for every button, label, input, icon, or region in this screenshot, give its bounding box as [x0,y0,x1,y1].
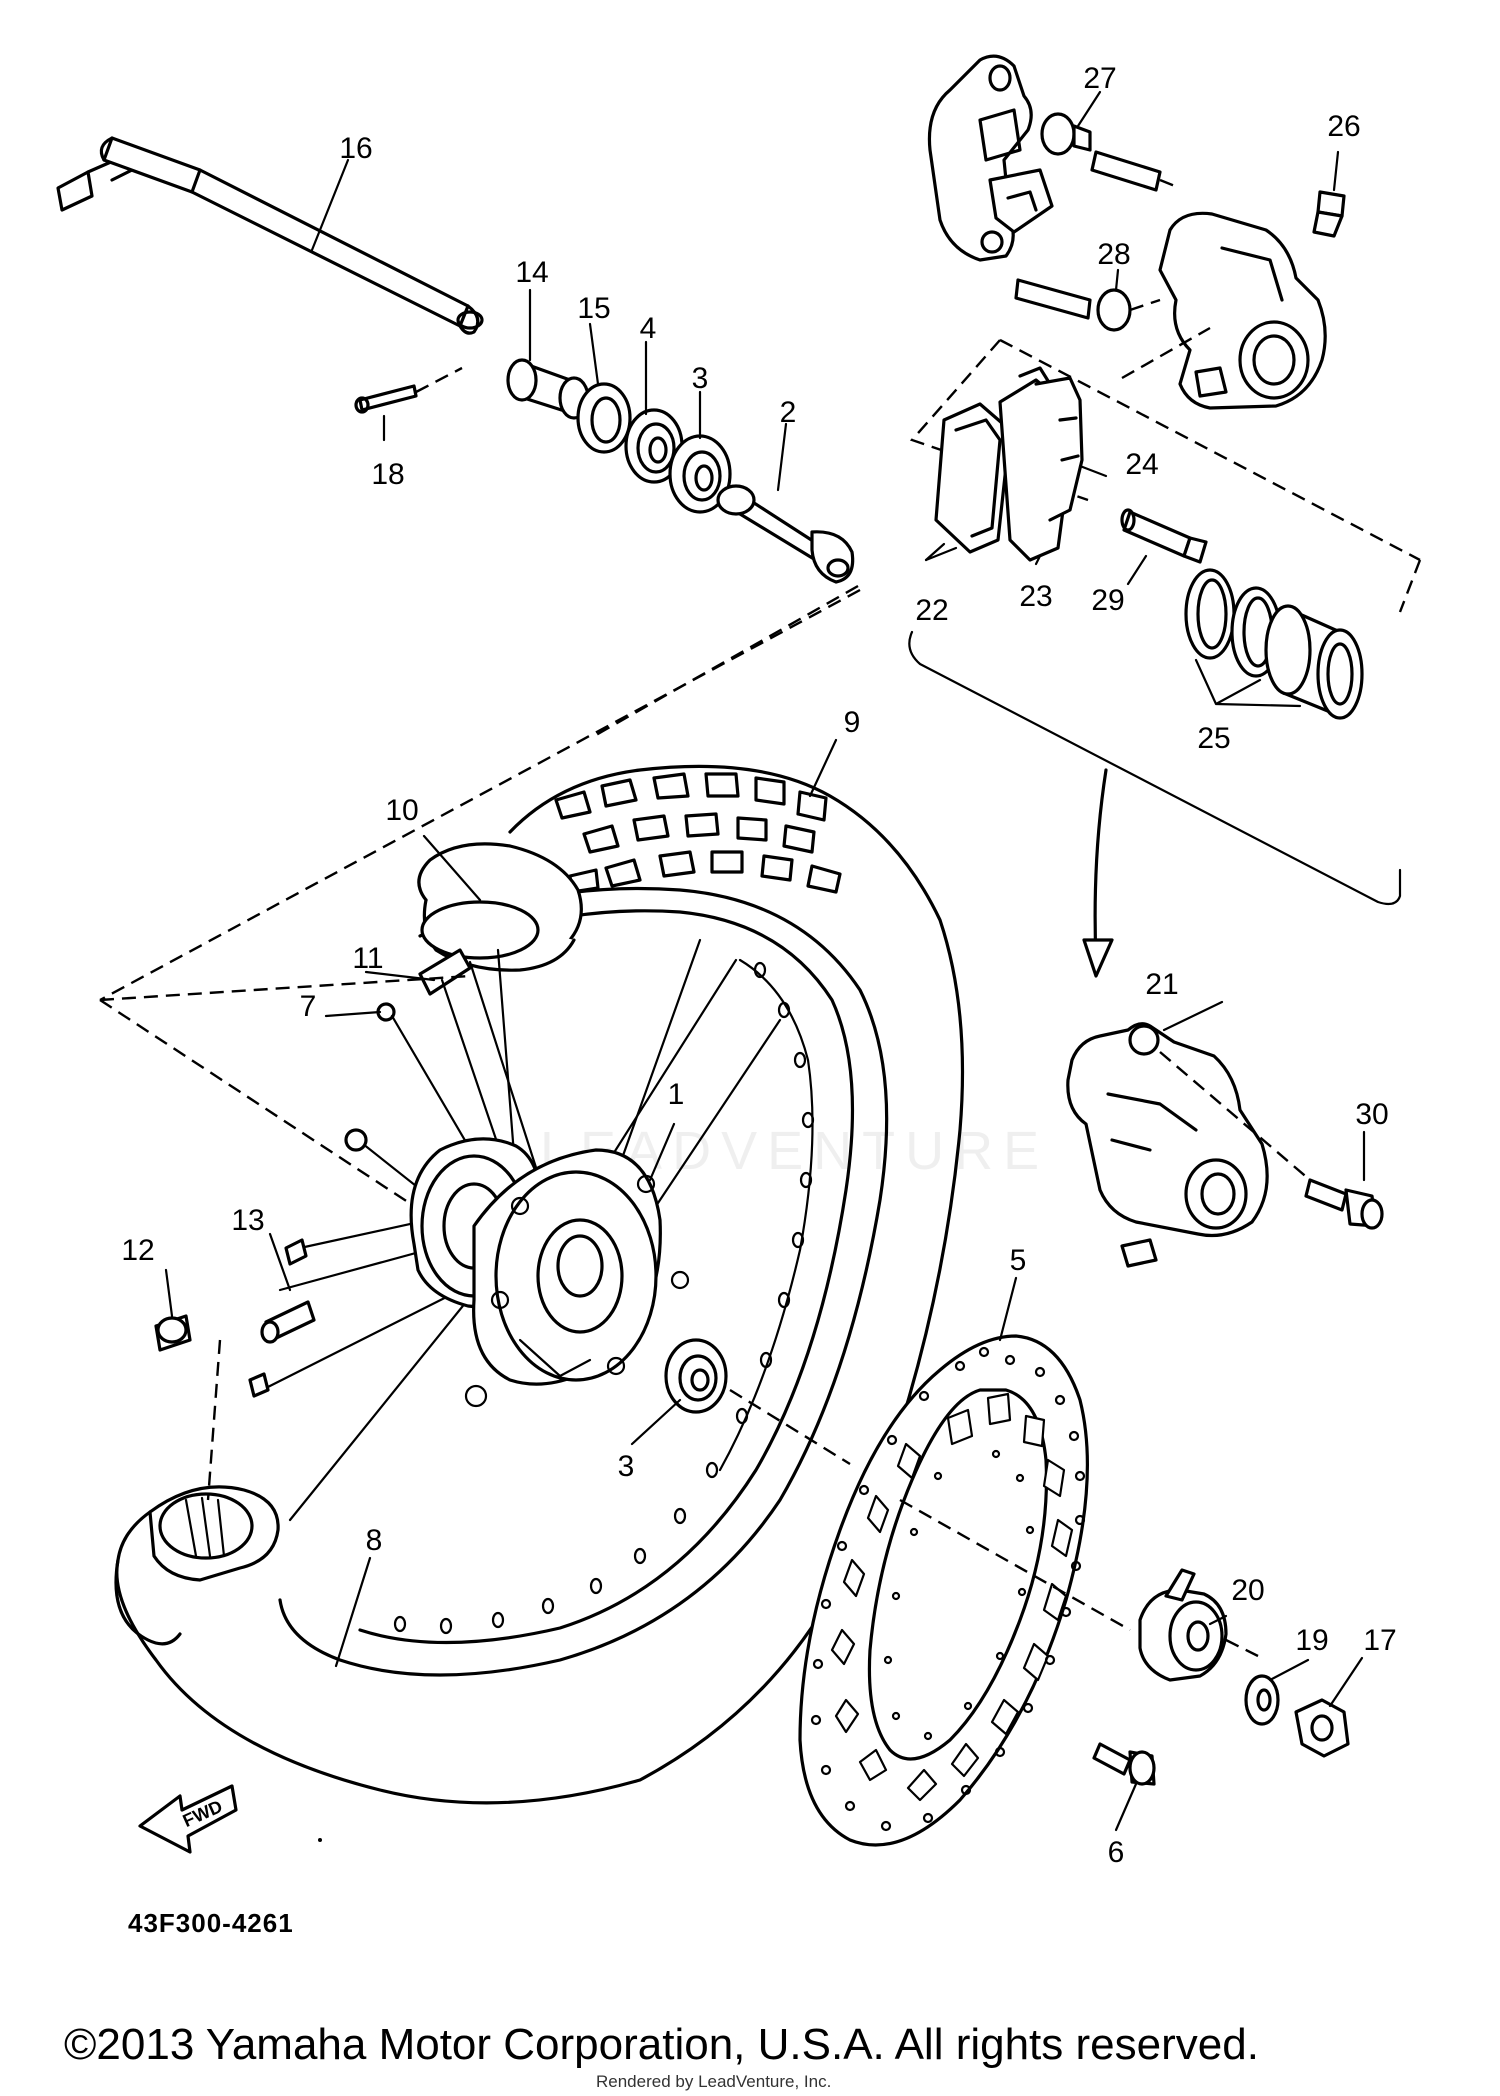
callout-17: 17 [1363,1624,1396,1657]
callout-21: 21 [1145,968,1178,1001]
brake-disc [798,1334,1089,1847]
pad-clip [988,168,1054,234]
tire-lock-nut [154,1314,192,1352]
callout-1: 1 [668,1078,685,1111]
callout-12: 12 [121,1234,154,1267]
cotter-pin [354,384,418,414]
callout-8: 8 [366,1524,383,1557]
collar [506,358,590,420]
callout-24: 24 [1125,448,1158,481]
rim-band [418,948,472,996]
caliper-body-upper [1158,211,1327,410]
brake-caliper-assembly [1066,1022,1269,1268]
callout-11: 11 [352,942,383,975]
front-axle [56,136,484,335]
callout-9: 9 [844,706,861,739]
callout-29: 29 [1091,584,1124,617]
callout-16: 16 [339,132,372,165]
callout-30: 30 [1355,1098,1388,1131]
leader-lines [164,90,1366,1832]
callout-13: 13 [231,1204,264,1237]
caliper-pin-upper [1040,112,1162,192]
caliper-mounting-bolt [1304,1178,1384,1230]
bleed-screw [1312,190,1346,238]
callout-4: 4 [640,312,657,345]
callout-10: 10 [385,794,418,827]
piston-seal-kit [1184,568,1364,720]
inner-tube [417,842,583,972]
pad-pin [1120,508,1208,564]
callout-14: 14 [515,256,548,289]
callout-22: 22 [915,594,948,627]
brake-pad [934,402,1012,554]
callout-28: 28 [1097,238,1130,271]
callout-3-upper: 3 [692,362,709,395]
callout-18: 18 [371,458,404,491]
callout-2: 2 [780,396,797,429]
diagram-part-code: 43F300-4261 [128,1908,294,1938]
callout-19: 19 [1295,1624,1328,1657]
callout-20: 20 [1231,1574,1264,1607]
disc-bolt [1092,1742,1156,1786]
callout-27: 27 [1083,62,1116,95]
callouts: 1 2 3 3 4 5 6 7 8 9 10 11 12 13 14 15 16… [121,62,1396,1869]
axle-nut [1294,1698,1350,1758]
washer [1244,1674,1280,1726]
bearing-lower [664,1338,728,1414]
caliper-pin-lower [1014,278,1132,332]
hub [409,1137,690,1408]
spacer [716,484,855,584]
callout-3-lower: 3 [618,1450,635,1483]
callout-7: 7 [300,990,317,1023]
callout-23: 23 [1019,580,1052,613]
callout-6: 6 [1108,1836,1125,1869]
callout-5: 5 [1010,1244,1027,1277]
callout-25: 25 [1197,722,1230,755]
copyright-notice: ©2013 Yamaha Motor Corporation, U.S.A. A… [64,2020,1259,2069]
rendered-by-credit: Rendered by LeadVenture, Inc. [596,2072,832,2091]
speedometer-gear-unit [1138,1568,1228,1682]
forward-direction-arrow: FWD [138,1784,238,1854]
callout-26: 26 [1327,110,1360,143]
stray-mark [318,1838,322,1842]
callout-15: 15 [577,292,610,325]
bearing-upper [668,434,732,514]
spoke-set [248,1238,316,1398]
oil-seal [576,382,632,454]
pad-spring [1034,376,1084,522]
rim [278,886,889,1677]
